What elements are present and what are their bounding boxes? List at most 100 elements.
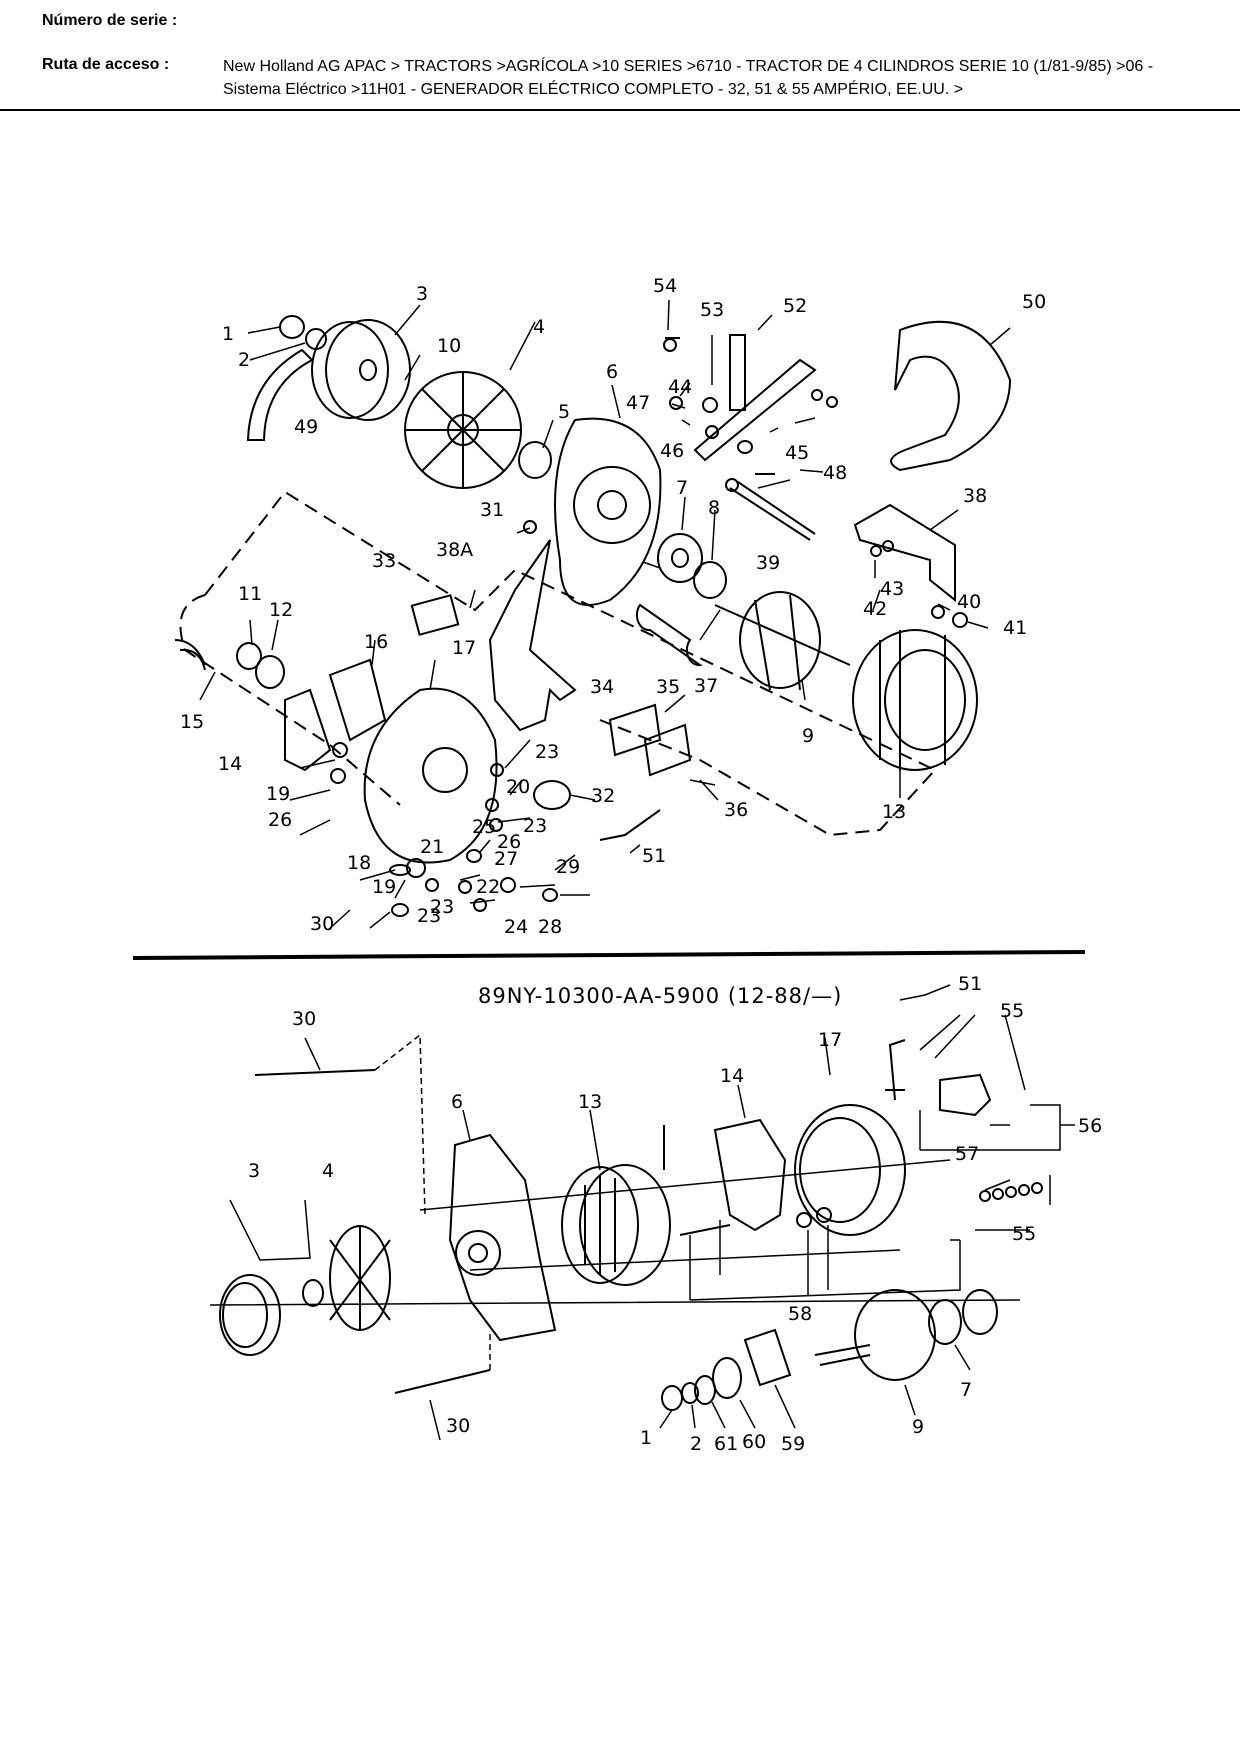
callout: 36 [724, 799, 748, 821]
callout: 58 [788, 1303, 812, 1325]
upper-callout-numbers: 1 2 3 4 5 6 7 8 9 10 11 12 13 14 15 16 1… [180, 275, 1046, 938]
callout: 10 [437, 335, 461, 357]
lower-fan-part [329, 1225, 391, 1331]
lower-rear-housing-part [794, 1104, 906, 1236]
lower-end-ring-part [962, 1289, 998, 1335]
callout: 23 [430, 896, 454, 918]
callout: 55 [1000, 1000, 1024, 1022]
callout: 4 [533, 316, 545, 338]
callout: 5 [558, 401, 570, 423]
callout: 52 [783, 295, 807, 317]
callout: 13 [578, 1091, 602, 1113]
lower-nut-cluster [979, 1182, 1043, 1202]
callout: 35 [656, 676, 680, 698]
callout: 38 [963, 485, 987, 507]
exploded-parts-diagram: 1 2 3 4 5 6 7 8 9 10 11 12 13 14 15 16 1… [0, 112, 1240, 1754]
spacer-part [518, 441, 552, 479]
callout: 49 [294, 416, 318, 438]
callout: 12 [269, 599, 293, 621]
callout: 21 [420, 836, 444, 858]
callout: 40 [957, 591, 981, 613]
lower-terminal-lead-part [885, 1039, 906, 1101]
callout: 2 [690, 1433, 702, 1455]
cap-part [533, 780, 571, 810]
through-bolt-top [254, 1069, 376, 1076]
callout: 15 [180, 711, 204, 733]
callout: 38A [436, 539, 473, 561]
callout: 61 [714, 1433, 738, 1455]
callout: 13 [882, 801, 906, 823]
callout: 57 [955, 1143, 979, 1165]
lower-callout-numbers: 30 30 3 4 6 13 14 17 51 55 55 56 57 58 7… [248, 973, 1102, 1455]
callout: 27 [494, 848, 518, 870]
header-divider [0, 109, 1240, 111]
callout: 6 [451, 1091, 463, 1113]
callout: 28 [538, 916, 562, 938]
callout: 37 [694, 675, 718, 697]
callout: 14 [218, 753, 242, 775]
callout: 7 [960, 1379, 972, 1401]
callout: 46 [660, 440, 684, 462]
lower-rectifier-part [713, 1118, 787, 1232]
callout: 29 [556, 856, 580, 878]
bearing-bore [671, 548, 689, 568]
lower-nut-a [796, 1212, 812, 1228]
callout: 17 [818, 1029, 842, 1051]
callout: 22 [476, 876, 500, 898]
adjusting-strap-part [693, 334, 817, 462]
bolt-part [729, 481, 816, 541]
fan-part [404, 371, 522, 489]
callout: 32 [591, 785, 615, 807]
callout: 26 [268, 809, 292, 831]
rear-bearing-part [255, 655, 285, 689]
serial-number-label: Número de serie : [42, 12, 178, 29]
callout: 34 [590, 676, 614, 698]
lower-bracket-lines [919, 1014, 1075, 1231]
callout: 23 [523, 815, 547, 837]
callout: 31 [480, 499, 504, 521]
callout: 7 [676, 477, 688, 499]
callout: 1 [640, 1427, 652, 1449]
callout: 17 [452, 637, 476, 659]
washer-part [305, 328, 327, 350]
lower-leader-lines [229, 984, 1011, 1441]
access-path-line-2: Sistema Eléctrico >11H01 - GENERADOR ELÉ… [223, 81, 964, 98]
upper-leader-lines [199, 299, 1011, 931]
callout: 59 [781, 1433, 805, 1455]
lower-stator-part [561, 1164, 671, 1286]
callout: 25 [472, 816, 496, 838]
callout: 51 [642, 845, 666, 867]
header: Número de serie : Ruta de acceso : New H… [0, 0, 1240, 112]
lower-screw-part [663, 1125, 731, 1236]
callout: 45 [785, 442, 809, 464]
callout: 50 [1022, 291, 1046, 313]
brush-holder-part [608, 703, 692, 777]
callout: 2 [238, 349, 250, 371]
callout: 19 [266, 783, 290, 805]
snap-ring-part [693, 561, 727, 599]
sleeve-part [635, 603, 703, 667]
callout: 44 [668, 376, 692, 398]
callout: 47 [626, 392, 650, 414]
access-path-breadcrumb: New Holland AG APAC > TRACTORS >AGRÍCOLA… [223, 55, 1223, 101]
lower-washer-part [302, 1279, 324, 1307]
callout: 9 [912, 1416, 924, 1438]
callout: 48 [823, 462, 847, 484]
callout: 30 [310, 913, 334, 935]
callout: 11 [238, 583, 262, 605]
callout: 4 [322, 1160, 334, 1182]
bearing-part [657, 533, 703, 583]
lower-regulator-part [939, 1073, 992, 1117]
rear-housing-part [363, 687, 498, 864]
callout: 54 [653, 275, 677, 297]
callout: 26 [497, 831, 521, 853]
mounting-bracket-part [853, 503, 956, 603]
callout: 20 [506, 776, 530, 798]
lower-bracket-58 [689, 1220, 961, 1301]
callout: 24 [504, 916, 528, 938]
callout: 43 [880, 578, 904, 600]
adjusting-bracket-part [488, 539, 577, 732]
lower-rotor-part [814, 1289, 936, 1381]
access-path-line-1: New Holland AG APAC > TRACTORS >AGRÍCOLA… [223, 58, 1154, 75]
section-divider [132, 950, 1086, 960]
